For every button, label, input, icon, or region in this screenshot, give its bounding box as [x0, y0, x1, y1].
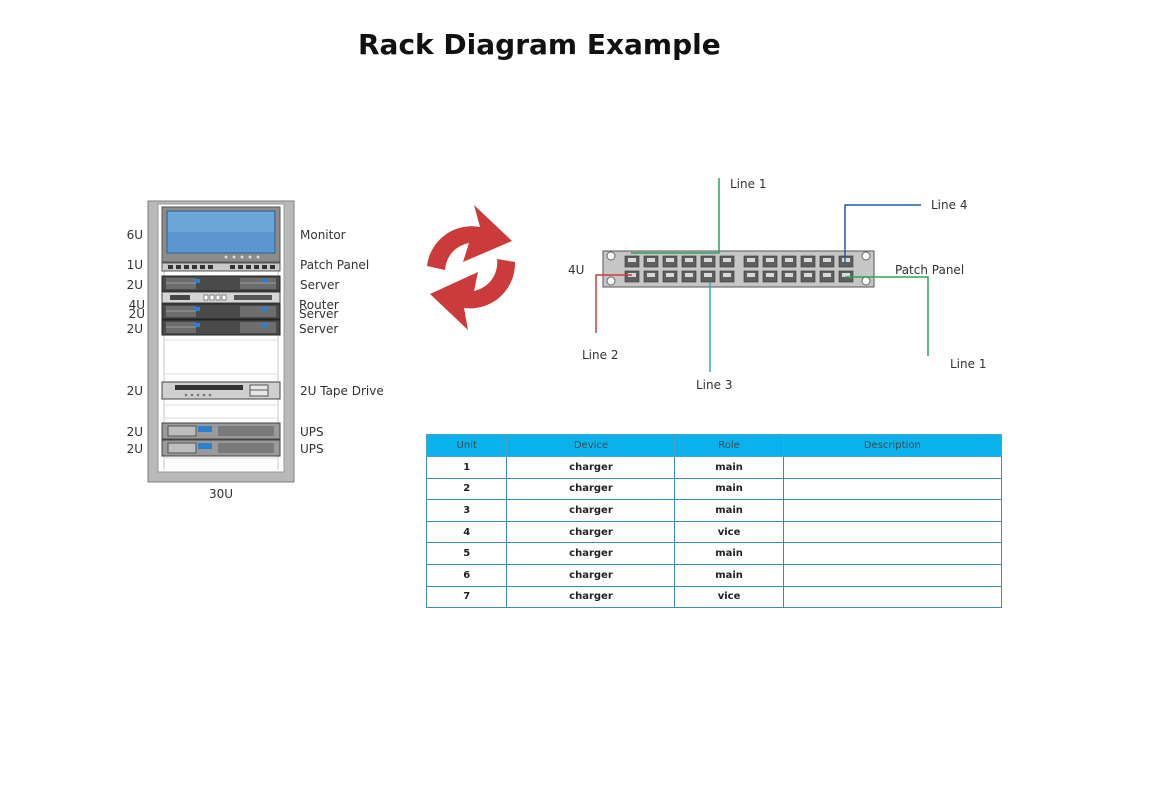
table-cell — [782, 456, 1003, 479]
page-title: Rack Diagram Example — [358, 28, 721, 61]
table-cell — [782, 563, 1003, 587]
table-cell — [782, 585, 1003, 609]
table-cell — [782, 477, 1003, 501]
table-cell: 7 — [425, 585, 508, 609]
column-header: Device — [506, 434, 676, 457]
rack-size-label: 1U — [127, 258, 143, 272]
rack-size-label: 2U — [127, 322, 143, 336]
table-cell: main — [674, 456, 784, 479]
table-header-row: Unit Device Role Description — [425, 434, 1003, 457]
table-cell: 3 — [425, 499, 508, 522]
rack-server — [161, 275, 281, 292]
rack-monitor — [161, 206, 281, 263]
table-cell: 5 — [425, 542, 508, 565]
rack-size-label: 2U — [129, 307, 145, 321]
line-label: Line 3 — [696, 378, 732, 392]
table-cell: charger — [506, 520, 676, 544]
table-cell — [782, 542, 1003, 565]
table-cell: vice — [674, 520, 784, 544]
rack-size-label: 2U — [127, 442, 143, 456]
rack-size-label: 6U — [127, 228, 143, 242]
table-cell: 1 — [425, 456, 508, 479]
patch-panel-label: Patch Panel — [895, 263, 964, 277]
table-row: 1 charger main — [425, 456, 1003, 479]
rack-device-label: Server — [300, 278, 339, 292]
table-cell: 2 — [425, 477, 508, 501]
rack-device-label: Monitor — [300, 228, 346, 242]
table-cell — [782, 520, 1003, 544]
table-cell: main — [674, 563, 784, 587]
table-row: 7 charger vice — [425, 585, 1003, 609]
patch-panel-size-label: 4U — [568, 263, 584, 277]
rack-device-label: 2U Tape Drive — [300, 384, 384, 398]
cable-line-1-bottom — [845, 276, 929, 356]
table-row: 6 charger main — [425, 563, 1003, 587]
table-cell: charger — [506, 563, 676, 587]
table-cell: charger — [506, 585, 676, 609]
rack-device-label: Router — [299, 298, 339, 312]
table-row: 3 charger main — [425, 499, 1003, 522]
line-label: Line 1 — [950, 357, 986, 371]
refresh-icon — [427, 205, 516, 330]
rack-size-label: 2U — [127, 425, 143, 439]
cable-line-4 — [844, 204, 921, 263]
rack-server — [161, 319, 281, 336]
rack-size-label: 2U — [127, 278, 143, 292]
table-row: 4 charger vice — [425, 520, 1003, 544]
device-table: Unit Device Role Description 1 charger m… — [425, 434, 1003, 609]
table-cell — [782, 499, 1003, 522]
rack-size-label: 2U — [127, 384, 143, 398]
cable-line-2 — [595, 274, 632, 333]
table-row: 2 charger main — [425, 477, 1003, 501]
rack-router — [161, 291, 281, 304]
table-cell: main — [674, 477, 784, 501]
patch-panel-device — [602, 250, 875, 288]
table-cell: charger — [506, 499, 676, 522]
column-header: Unit — [425, 434, 508, 457]
rack-device-label: UPS — [300, 442, 324, 456]
rack-patch-panel — [161, 262, 281, 272]
rack-ups — [161, 439, 281, 457]
rack-device-label: Server — [299, 307, 338, 321]
table-cell: 6 — [425, 563, 508, 587]
table-cell: vice — [674, 585, 784, 609]
rack-device-label: Patch Panel — [300, 258, 369, 272]
line-label: Line 4 — [931, 198, 967, 212]
column-header: Role — [674, 434, 784, 457]
table-cell: charger — [506, 456, 676, 479]
rack-size-label: 4U — [129, 298, 145, 312]
table-cell: 4 — [425, 520, 508, 544]
rack-total-label: 30U — [209, 487, 233, 501]
rack-device-label: UPS — [300, 425, 324, 439]
rack-tape-drive — [161, 381, 281, 400]
rack-ups — [161, 422, 281, 440]
cable-line-1-top — [631, 178, 720, 254]
line-label: Line 2 — [582, 348, 618, 362]
rack-server — [161, 303, 281, 320]
table-cell: charger — [506, 542, 676, 565]
column-header: Description — [782, 434, 1003, 457]
line-label: Line 1 — [730, 177, 766, 191]
table-row: 5 charger main — [425, 542, 1003, 565]
table-cell: main — [674, 499, 784, 522]
table-cell: charger — [506, 477, 676, 501]
table-cell: main — [674, 542, 784, 565]
rack-device-label: Server — [299, 322, 338, 336]
